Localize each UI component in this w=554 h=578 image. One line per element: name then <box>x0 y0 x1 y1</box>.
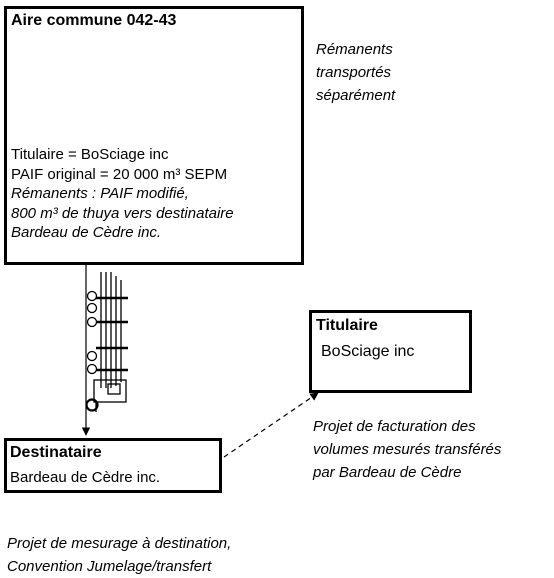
measurement-note: Projet de mesurage à destination, Conven… <box>7 532 231 578</box>
residues-note: Rémanents transportés séparément <box>316 38 395 107</box>
flow-arrow-to-holder <box>223 392 319 458</box>
residues-note-line: transportés <box>316 64 392 81</box>
common-area-line: PAIF original = 20 000 m³ SEPM <box>11 165 228 183</box>
holder-box: Titulaire BoSciage inc <box>309 310 472 393</box>
residues-note-line: séparément <box>316 87 396 104</box>
destination-box: Destinataire Bardeau de Cèdre inc. <box>4 438 222 493</box>
measurement-note-line: Projet de mesurage à destination, <box>7 535 232 552</box>
holder-name: BoSciage inc <box>321 343 415 360</box>
residues-note-line: Rémanents <box>316 41 393 58</box>
destination-title: Destinataire <box>10 444 102 461</box>
billing-note-line: volumes mesurés transférés <box>313 441 502 458</box>
holder-title: Titulaire <box>316 317 378 334</box>
common-area-line: Rémanents : PAIF modifié, <box>11 185 189 202</box>
common-area-title: Aire commune 042-43 <box>11 12 177 29</box>
destination-name: Bardeau de Cèdre inc. <box>10 469 161 486</box>
loaded-truck-icon <box>85 272 128 412</box>
billing-note-line: par Bardeau de Cèdre <box>313 464 462 481</box>
common-area-box: Aire commune 042-43 Titulaire = BoSciage… <box>4 6 304 265</box>
common-area-line: 800 m³ de thuya vers destinataire <box>11 204 234 222</box>
billing-note-line: Projet de facturation des <box>313 418 476 435</box>
billing-note: Projet de facturation des volumes mesuré… <box>313 415 501 484</box>
common-area-details: Titulaire = BoSciage inc PAIF original =… <box>11 145 303 243</box>
common-area-line: Titulaire = BoSciage inc <box>11 146 169 163</box>
common-area-line: Bardeau de Cèdre inc. <box>11 224 162 241</box>
measurement-note-line: Convention Jumelage/transfert <box>7 558 212 575</box>
